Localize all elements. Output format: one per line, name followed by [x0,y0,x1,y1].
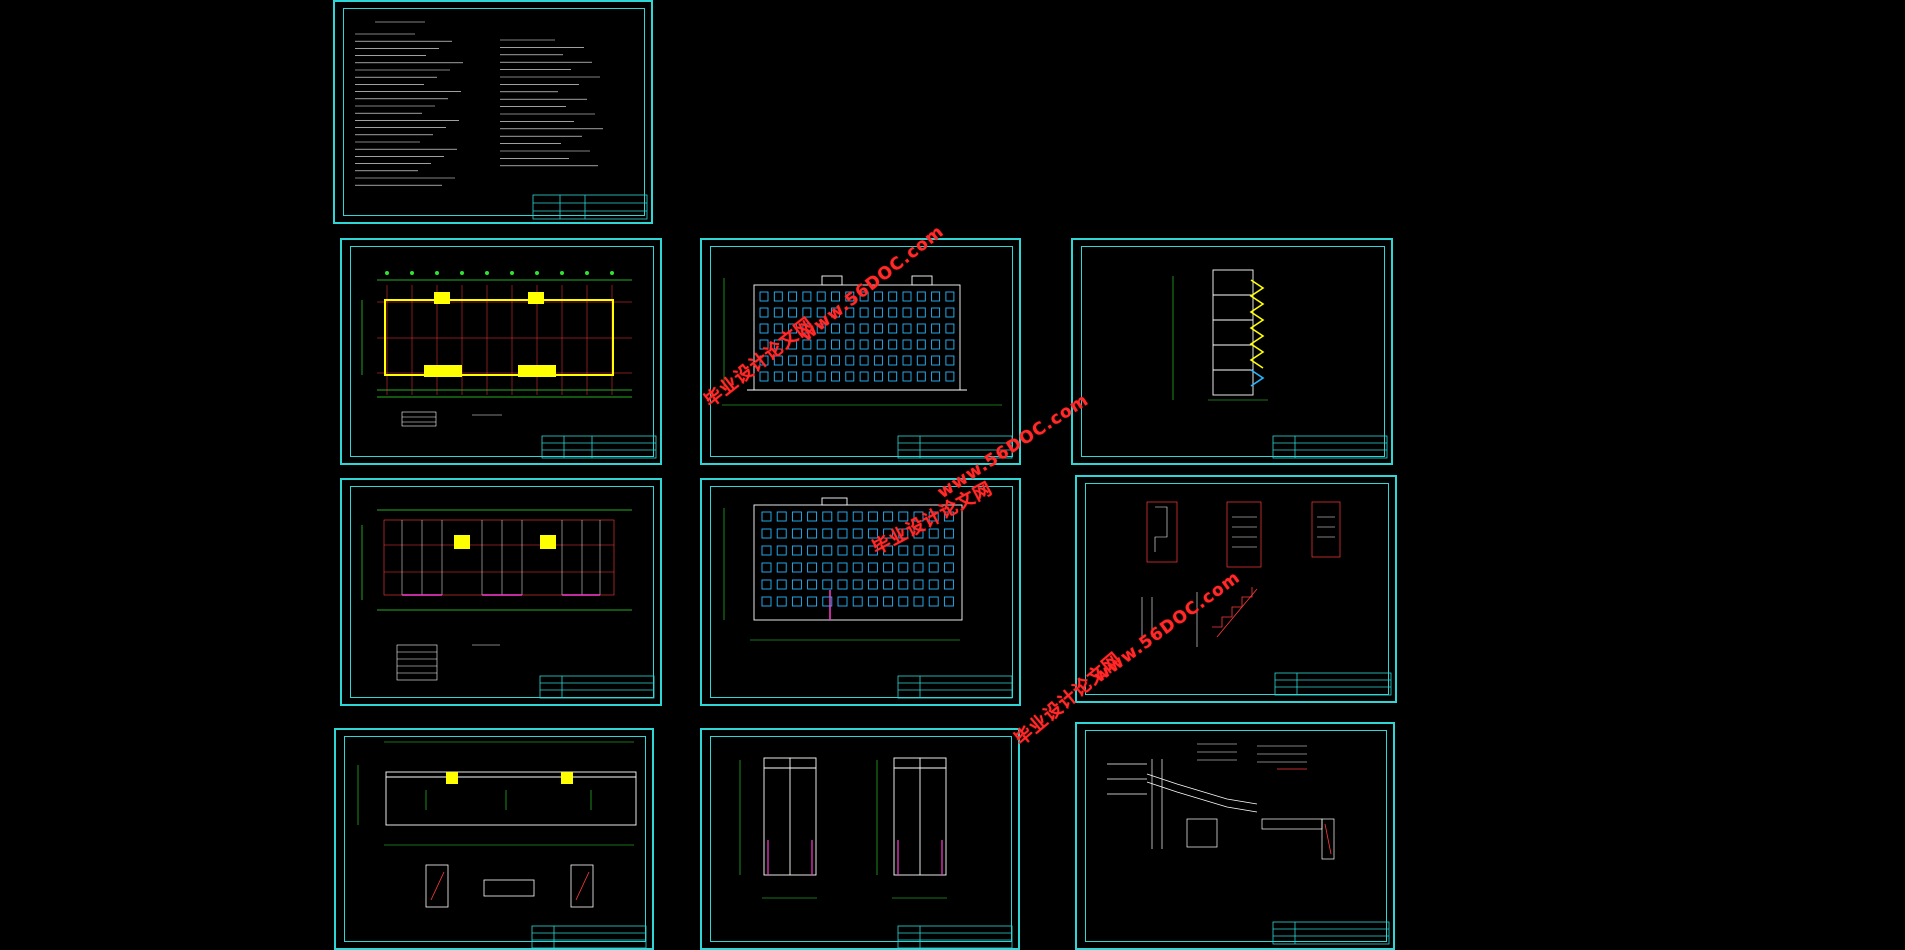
sheet-roof-plan[interactable] [334,728,654,950]
sheet-section[interactable] [1071,238,1393,465]
standard-floor-plan-drawing [361,509,655,699]
sheet-inner-frame [710,736,1012,942]
sheet-inner-frame [1085,483,1389,695]
sheet-construction-details[interactable] [1075,722,1395,950]
ground-floor-plan-drawing [361,271,657,459]
side-elevations-drawing [739,757,1013,949]
sheet-inner-frame [350,246,654,457]
design-notes-drawing [355,21,648,220]
sheet-side-elevations[interactable] [700,728,1020,950]
rear-elevation-drawing [723,497,1013,699]
sheet-stair-details[interactable] [1075,475,1397,703]
sheet-ground-floor-plan[interactable] [340,238,662,465]
sheet-design-notes[interactable] [333,0,653,224]
construction-details-drawing [1107,743,1390,945]
sheet-inner-frame [710,486,1013,698]
roof-plan-drawing [357,741,647,949]
sheet-standard-floor-plan[interactable] [340,478,662,706]
sheet-inner-frame [344,736,646,942]
sheet-rear-elevation[interactable] [700,478,1021,706]
sheet-inner-frame [343,8,645,216]
sheet-inner-frame [1081,246,1385,457]
section-drawing [1172,269,1388,459]
sheet-inner-frame [710,246,1013,457]
sheet-inner-frame [350,486,654,698]
sheet-front-elevation[interactable] [700,238,1021,465]
sheet-inner-frame [1085,730,1387,942]
front-elevation-drawing [722,275,1013,459]
stair-details-drawing [1141,501,1392,696]
